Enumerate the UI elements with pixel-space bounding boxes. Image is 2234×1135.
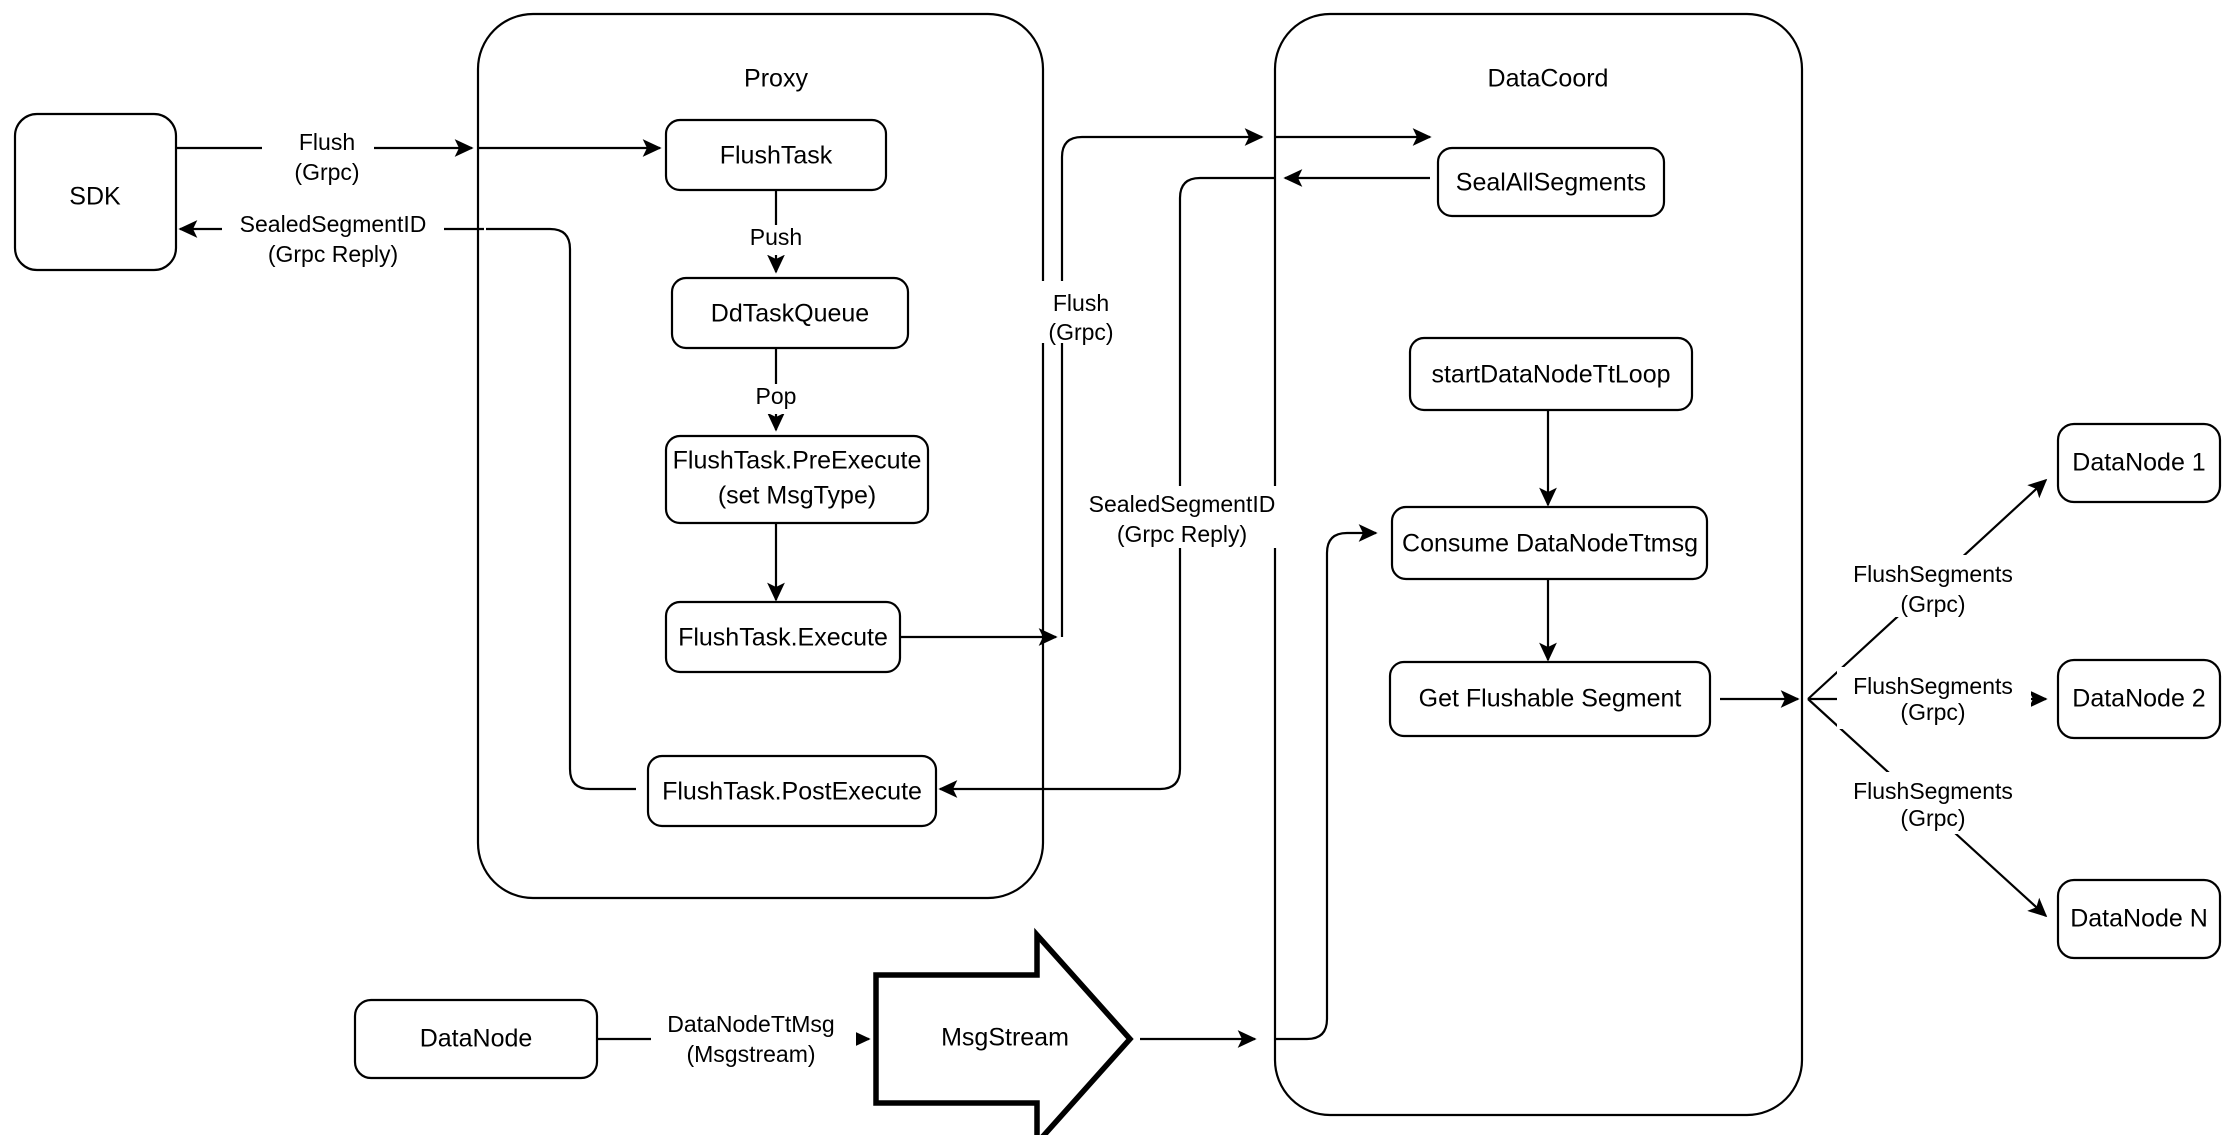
dn-ttmsg-label-line2: (Msgstream) [686,1041,815,1067]
node-datanode-1[interactable]: DataNode 1 [2056,422,2222,504]
preexecute-rect[interactable] [664,434,930,525]
node-flush-task-execute[interactable]: FlushTask.Execute [664,600,902,674]
label-bg [1837,772,2031,834]
datanode-source-rect[interactable] [353,998,599,1080]
start-datanode-tt-loop-label: startDataNodeTtLoop [1431,361,1670,389]
label-bg [1018,281,1108,343]
label-bg [738,225,814,255]
dd-task-queue-rect[interactable] [670,276,910,350]
flush-coord-label-line1: Flush [1053,290,1109,316]
node-dd-task-queue[interactable]: DdTaskQueue [670,276,910,350]
datacoord-title: DataCoord [1488,65,1609,93]
preexecute-label-line2: (set MsgType) [718,482,876,510]
flush-task-label: FlushTask [720,142,833,170]
node-flush-task[interactable]: FlushTask [664,118,888,192]
edge-label-datanode-ttmsg: DataNodeTtMsg (Msgstream) [651,1005,856,1067]
node-datanode-n[interactable]: DataNode N [2056,878,2222,960]
label-bg [744,384,808,414]
sealedsegmentid-label-line1: SealedSegmentID [240,211,427,237]
label-bg [262,127,374,189]
edge-label-pop: Pop [744,383,808,414]
postexecute-rect[interactable] [646,754,938,828]
node-start-datanode-tt-loop[interactable]: startDataNodeTtLoop [1408,336,1694,412]
edge-label-sdk-to-proxy: Flush (Grpc) [262,127,374,189]
node-flush-task-preexecute[interactable]: FlushTask.PreExecute (set MsgType) [664,434,930,525]
datanode-n-label: DataNode N [2070,905,2208,933]
node-consume-datanode-ttmsg[interactable]: Consume DataNodeTtmsg [1390,505,1709,581]
consume-datanode-ttmsg-label: Consume DataNodeTtmsg [1402,530,1698,558]
flush-grpc-label-line2: (Grpc) [294,159,359,185]
edge-label-proxy-to-sdk: SealedSegmentID (Grpc Reply) [222,209,444,271]
flush-task-rect[interactable] [664,118,888,192]
get-flushable-segment-rect[interactable] [1388,660,1712,738]
node-datanode-2[interactable]: DataNode 2 [2056,658,2222,740]
dd-task-queue-label: DdTaskQueue [711,300,869,328]
edge-label-flush-segments-n: FlushSegments (Grpc) [1837,772,2031,834]
flushsegments-n-label-line1: FlushSegments [1853,778,2013,804]
push-label: Push [750,224,802,250]
node-seal-all-segments[interactable]: SealAllSegments [1436,146,1666,218]
label-bg [651,1005,856,1067]
coord-reply-label-line1: SealedSegmentID [1089,491,1276,517]
sdk-label: SDK [69,183,121,211]
coord-reply-label-line2: (Grpc Reply) [1117,521,1247,547]
execute-label: FlushTask.Execute [678,624,888,652]
edge-flush-grpc-riser [1060,128,1264,637]
edge-label-flush-segments-1: FlushSegments (Grpc) [1837,555,2031,617]
flushsegments-1-label-line2: (Grpc) [1900,591,1965,617]
edge-coord-reply-down [1062,176,1275,791]
preexecute-label-line1: FlushTask.PreExecute [673,447,922,475]
datanode-2-label: DataNode 2 [2072,685,2205,713]
datanode-1-rect[interactable] [2056,422,2222,504]
sdk-rect[interactable] [13,112,178,272]
postexecute-label: FlushTask.PostExecute [662,778,922,806]
datanode-n-rect[interactable] [2056,878,2222,960]
flushsegments-1-label-line1: FlushSegments [1853,561,2013,587]
flush-coord-label-line2: (Grpc) [1048,319,1113,345]
edge-datacoord-ttmsg-riser [1275,524,1378,1041]
dn-ttmsg-label-line1: DataNodeTtMsg [667,1011,834,1037]
edge-label-proxy-to-coord: Flush (Grpc) [1018,281,1114,345]
msgstream-label: MsgStream [941,1024,1069,1052]
flush-grpc-label-line1: Flush [299,129,355,155]
msgstream-arrow-shape[interactable] [873,927,1134,1135]
label-bg [1085,486,1285,548]
sealedsegmentid-label-line2: (Grpc Reply) [268,241,398,267]
consume-datanode-ttmsg-rect[interactable] [1390,505,1709,581]
node-sdk[interactable]: SDK [13,112,178,272]
label-bg [1837,555,2031,617]
node-flush-task-postexecute[interactable]: FlushTask.PostExecute [646,754,938,828]
seal-all-segments-label: SealAllSegments [1456,169,1646,197]
edge-label-flush-segments-2: FlushSegments (Grpc) [1837,667,2031,729]
seal-all-segments-rect[interactable] [1436,146,1666,218]
execute-rect[interactable] [664,600,902,674]
label-bg [222,209,444,271]
edge-label-coord-to-proxy: SealedSegmentID (Grpc Reply) [1085,486,1285,548]
node-get-flushable-segment[interactable]: Get Flushable Segment [1388,660,1712,738]
datanode-1-label: DataNode 1 [2072,449,2205,477]
get-flushable-segment-label: Get Flushable Segment [1419,685,1682,713]
start-datanode-tt-loop-rect[interactable] [1408,336,1694,412]
label-bg [1837,667,2031,729]
node-msgstream[interactable]: MsgStream [873,927,1134,1135]
node-datanode-source[interactable]: DataNode [353,998,599,1080]
flushsegments-2-label-line2: (Grpc) [1900,699,1965,725]
flushsegments-n-label-line2: (Grpc) [1900,805,1965,831]
datanode-source-label: DataNode [420,1025,533,1053]
flushsegments-2-label-line1: FlushSegments [1853,673,2013,699]
datanode-2-rect[interactable] [2056,658,2222,740]
edge-postexecute-to-sdk-reply [486,227,636,791]
proxy-title: Proxy [744,65,808,93]
pop-label: Pop [756,383,797,409]
edge-label-push: Push [738,224,814,255]
